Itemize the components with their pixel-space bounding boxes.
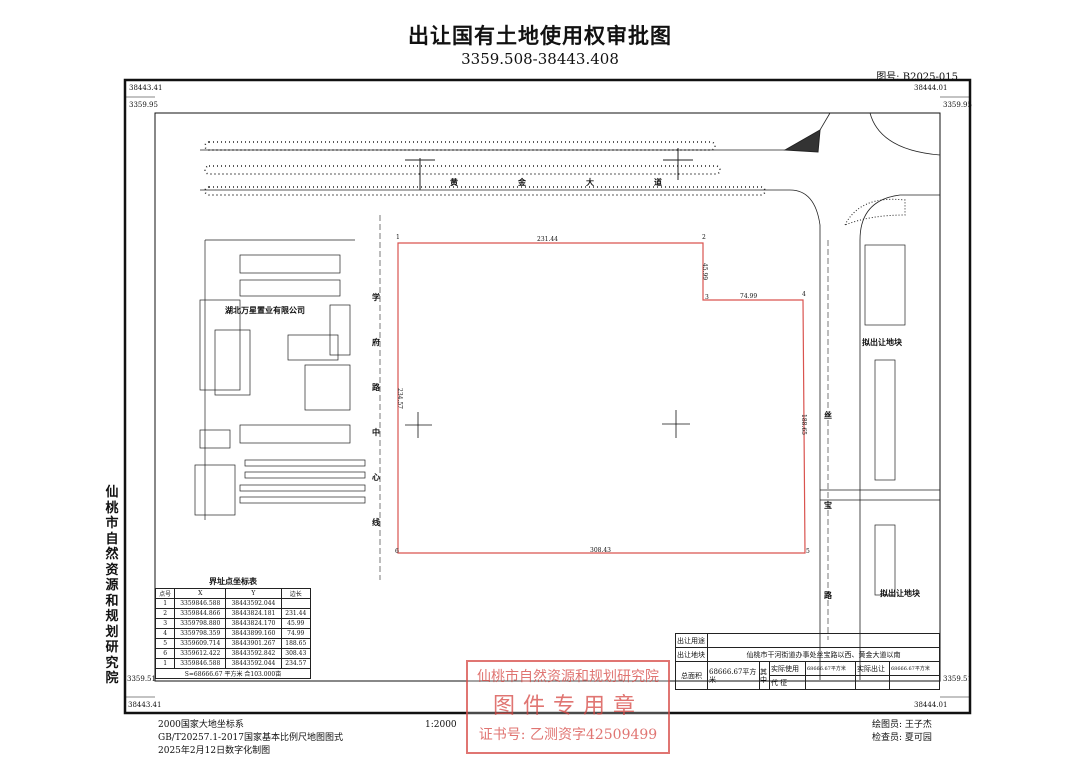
edge-length-3-4: 74.99 [740,293,758,300]
company-label: 湖北万星置业有限公司 [225,305,305,315]
col-header: 点号 [154,588,176,599]
road-label-sibao: 丝宝路 [824,410,832,600]
side-institute-label: 仙桃市自然资源和规划研究院 [105,485,119,686]
corner-bl-x: 38443.41 [128,701,162,709]
point-4: 4 [802,291,806,298]
parcel-info-table: 出让用途 出让地块仙桃市干河街道办事处丝宝路以西、黄金大道以南 总面积 6866… [675,633,940,690]
edge-length-6-1: 234.57 [396,388,403,409]
corner-tl-y: 3359.95 [129,101,158,109]
plot-label-top: 拟出让地块 [862,337,902,347]
corner-br-x: 38444.01 [914,701,948,709]
point-5: 5 [806,548,810,555]
corner-tr-x: 38444.01 [914,84,948,92]
footer-right: 绘图员: 王子杰检查员: 夏可园 [872,720,932,743]
col-header: 边长 [280,588,312,599]
point-1: 1 [396,234,400,241]
neighborhood-buildings [194,239,366,520]
plot-buildings [864,244,906,596]
edge-length-4-5: 188.65 [800,414,807,435]
plot-label-bottom: 拟出让地块 [880,588,920,598]
corner-tr-y: 3359.95 [943,101,972,109]
corner-br-y: 3359.51 [943,675,972,683]
sheet-number: 图号: B2025-015 [876,72,958,83]
col-header: Y [225,588,282,599]
corner-tl-x: 38443.41 [129,84,163,92]
crosshair-marks [405,410,690,438]
corner-bl-y: 3359.51 [127,675,156,683]
edge-length-2-3: 45.99 [701,262,709,281]
road-huangjin-avenue [200,112,941,680]
outer-frame [123,78,972,715]
edge-length-1-2: 231.44 [537,236,558,243]
road-label-huangjin: 黄金大道 [450,177,662,187]
point-3: 3 [705,294,709,301]
map-subtitle: 3359.508-38443.408 [461,50,619,68]
coordinate-table-title: 界址点坐标表 [209,576,257,586]
official-seal: 仙桃市自然资源和规划研究院 图件专用章 证书号: 乙测资字42509499 [466,660,670,754]
map-title: 出让国有土地使用权审批图 [408,23,672,48]
area-summary: S=68666.67 平方米 合103.000亩 [155,668,311,679]
parcel-boundary [397,242,806,554]
point-2: 2 [702,234,706,241]
point-6: 6 [395,548,399,555]
col-header: X [174,588,227,599]
road-label-xuefu: 学府路中心线 [372,292,380,527]
inner-frame [154,112,941,682]
map-scale: 1:2000 [425,720,457,730]
edge-length-5-6: 308.43 [590,547,611,554]
